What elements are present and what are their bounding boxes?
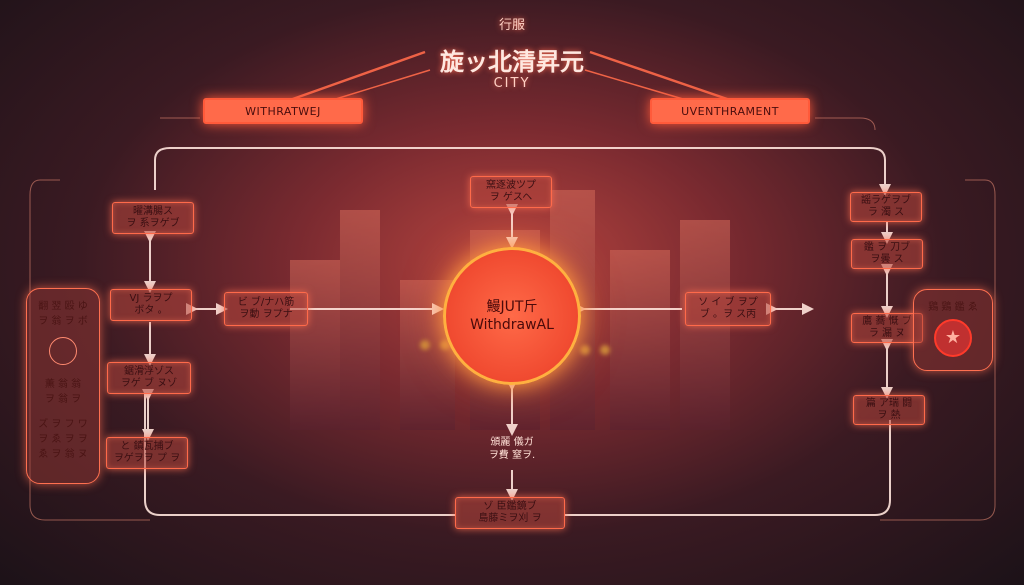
node-left-2: 鋸滑浮ゾス ヲゲ ブ ヌゾ [107, 362, 191, 394]
node-label: 鷹 蕎 慨 ブ [862, 316, 912, 327]
node-label: ビ ブ/ナハ筋 [237, 297, 295, 308]
right-side-panel: 鶏 鶏 鑑 ゑ ★ [913, 289, 993, 371]
node-right-1: 謡ラゲヲブ ラ 濁 ス [850, 192, 922, 222]
node-right-4: 篇 ア瑞 闘 ヲ 熱 [853, 395, 925, 425]
node-sublabel: ヲゲ ブ ヌゾ [120, 378, 178, 389]
node-label: ゾ 臣鑑鏡ブ [483, 501, 537, 512]
node-below-hub: 頒麗 儀ガ ヲ費 窒ヲ. [470, 436, 554, 462]
node-sublabel: ヲ 系ヲゲブ [126, 218, 180, 229]
node-right-2: 鑑 ヲ 刀ブ ヲ曇 ス [851, 239, 923, 269]
tag-right: UVENTHRAMENT [650, 98, 810, 124]
hub-circle: 鰻JUT斤 WithdrawAL [443, 247, 581, 385]
node-center-right: ソ イ ブ ヲプ ブ 。ヲ ス丙 [685, 292, 771, 326]
panel-line: ヲ 翁 ヲ [44, 394, 82, 405]
tag-left: WITHRATWEJ [203, 98, 363, 124]
node-sublabel: ヲ曇 ス [870, 254, 904, 265]
node-bottom-center: ゾ 臣鑑鏡ブ 島藤ミヲ刈 ヲ [455, 497, 565, 529]
node-sublabel: ヲ費 窒ヲ. [488, 450, 536, 461]
node-sublabel: 島藤ミヲ刈 ヲ [478, 513, 542, 524]
panel-line: ヲ ゑ ヲ ヲ [38, 434, 88, 445]
panel-line: 鶏 鶏 鑑 ゑ [928, 302, 978, 313]
node-label: 鑑 ヲ 刀ブ [863, 242, 911, 253]
node-sublabel: ヲ動 ヲプナ [239, 309, 293, 320]
subtitle: CITY [493, 76, 531, 91]
node-left-mid: VJ ラヲプ ボタ 。 [110, 289, 192, 321]
node-sublabel: ラ 濁 ス [867, 207, 905, 218]
node-label: 篇 ア瑞 闘 [865, 398, 913, 409]
node-label: 頒麗 儀ガ [490, 437, 534, 448]
node-label: 謡ラゲヲブ [861, 195, 911, 206]
panel-line: 薫 翁 翁 [44, 379, 82, 390]
node-label: 鋸滑浮ゾス [124, 366, 174, 377]
panel-line: 翻 翌 殴 ゆ [38, 301, 88, 312]
main-title: 旋ッ北清昇元 [440, 48, 584, 76]
node-sublabel: ヲゲヲヲ プ ヲ [113, 453, 181, 464]
node-label: 曜溝腸ス [133, 206, 173, 217]
node-right-3: 鷹 蕎 慨 ブ ラ 漏 ヌ [851, 313, 923, 343]
node-top-center: 窯逐波ツプ ヲ ゲスヘ [470, 176, 552, 208]
node-sublabel: ヲ ゲスヘ [489, 192, 533, 203]
node-sublabel: ボタ 。 [134, 305, 168, 316]
node-center-left: ビ ブ/ナハ筋 ヲ動 ヲプナ [224, 292, 308, 326]
node-sublabel: ブ 。ヲ ス丙 [699, 309, 757, 320]
node-left-3: と 鎮瓦捕ブ ヲゲヲヲ プ ヲ [106, 437, 188, 469]
panel-line: ゑ ヲ 翁 ヌ [38, 449, 88, 460]
node-label: VJ ラヲプ [129, 293, 173, 304]
node-sublabel: ラ 漏 ヌ [868, 328, 906, 339]
node-label: 窯逐波ツプ [486, 180, 536, 191]
hub-line1: 鰻JUT斤 [486, 299, 538, 315]
emblem-icon [49, 337, 77, 365]
header-small: 行服 [498, 18, 525, 33]
node-left-1: 曜溝腸ス ヲ 系ヲゲブ [112, 202, 194, 234]
left-side-panel: 翻 翌 殴 ゆ ヲ 翁 ヲ ボ 薫 翁 翁 ヲ 翁 ヲ ズ ヲ フ ワ ヲ ゑ … [26, 288, 100, 484]
star-icon: ★ [934, 319, 972, 357]
panel-line: ヲ 翁 ヲ ボ [38, 316, 88, 327]
node-label: と 鎮瓦捕ブ [120, 441, 174, 452]
node-label: ソ イ ブ ヲプ [698, 297, 758, 308]
node-sublabel: ヲ 熱 [877, 410, 901, 421]
panel-line: ズ ヲ フ ワ [38, 419, 88, 430]
hub-line2: WithdrawAL [470, 317, 554, 333]
